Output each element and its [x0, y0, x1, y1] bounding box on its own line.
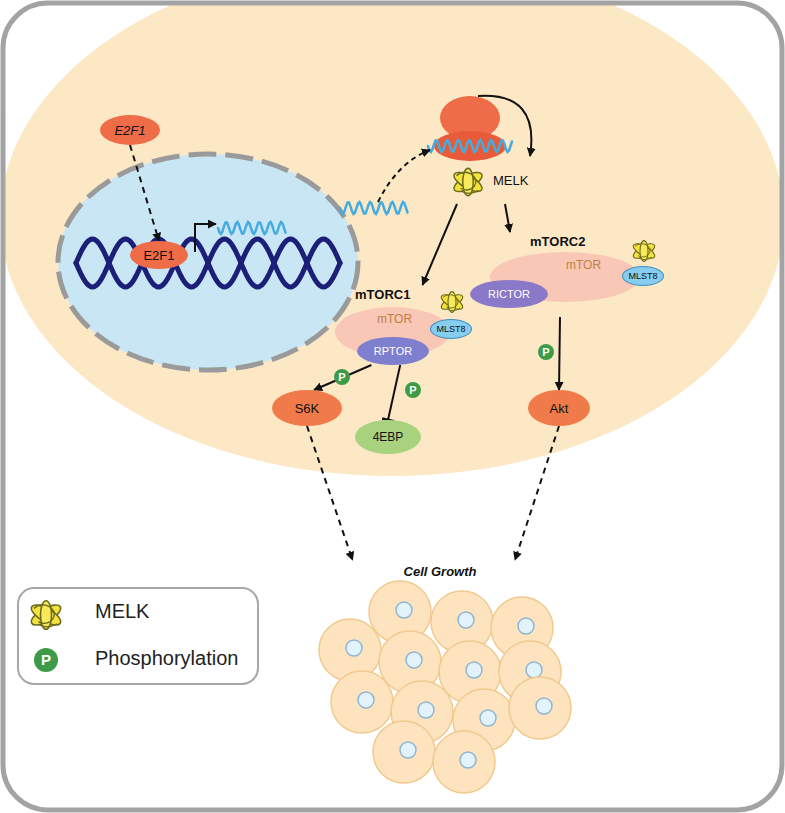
akt-protein: Akt — [528, 390, 590, 426]
mtorc2-complex: mTORC2 mTOR MLST8RICTOR — [470, 232, 670, 317]
node-label: RICTOR — [488, 288, 530, 300]
pathway-arrow — [505, 204, 510, 232]
phospho-mark: P — [538, 344, 554, 360]
node-label: MELK — [493, 173, 528, 188]
cell-growth-cluster: Cell Growth — [315, 560, 565, 795]
pathway-arrow — [559, 317, 560, 390]
phospho-mark: P — [34, 648, 58, 672]
node-label: MLST8 — [436, 324, 465, 334]
s6k-protein: S6K — [272, 390, 342, 426]
melk-protein: MELK — [445, 160, 545, 204]
inhibition-arrow — [388, 365, 400, 420]
mtorc1-complex: mTORC1mTORMLST8RPTOR — [335, 285, 460, 370]
complex-heading: mTORC2 — [530, 234, 585, 249]
legend-text: MELK — [95, 600, 149, 623]
node-label: E2F1 — [114, 123, 145, 138]
pathway-arrow — [130, 145, 159, 241]
pathway-arrow — [515, 426, 559, 560]
node-label: E2F1 — [143, 248, 174, 263]
legend-melk-icon — [24, 595, 68, 635]
legend-text: Phosphorylation — [95, 647, 238, 670]
node-label: RPTOR — [374, 345, 412, 357]
phospho-mark: P — [334, 369, 350, 385]
pathway-arrow — [307, 426, 353, 560]
phospho-mark: P — [405, 382, 421, 398]
tf-protein: E2F1 — [100, 115, 160, 145]
mlst8-subunit: MLST8 — [622, 266, 664, 286]
node-label: Akt — [550, 401, 569, 416]
node-label: mTOR — [377, 312, 412, 326]
node-label: Cell Growth — [315, 564, 565, 579]
rptor-subunit: RPTOR — [357, 337, 429, 365]
node-label: mTOR — [566, 258, 601, 272]
node-label: MLST8 — [628, 271, 657, 281]
rictor-subunit: RICTOR — [470, 280, 548, 308]
pathway-arrow — [423, 204, 458, 285]
4ebp-protein: 4EBP — [355, 420, 421, 454]
complex-heading: mTORC1 — [355, 287, 410, 302]
node-label: 4EBP — [373, 430, 404, 444]
melk-icon — [447, 163, 489, 201]
pathway-arrow — [314, 365, 371, 390]
mlst8-subunit: MLST8 — [430, 319, 472, 339]
node-label: S6K — [295, 401, 320, 416]
tf-protein: E2F1 — [130, 241, 188, 269]
